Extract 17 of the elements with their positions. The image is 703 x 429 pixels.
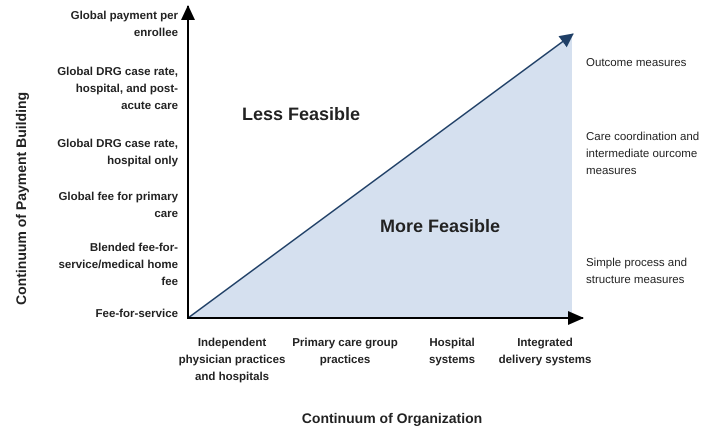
- axis-tick-label: Global fee for primary care: [57, 190, 178, 222]
- measure-label: Outcome measures: [586, 56, 688, 71]
- axis-tick-label: Independent physician practices and hospitals: [178, 336, 286, 385]
- axis-tick-label: Global DRG case rate, hospital, and post-acute care: [56, 65, 178, 114]
- axis-tick-label: Blended fee-for-service/medical home fee: [57, 241, 178, 290]
- axis-tick-label: Primary care group practices: [291, 336, 399, 368]
- axis-tick-label: Fee-for-service: [94, 307, 178, 322]
- axis-title: Continuum of Payment Building: [13, 92, 29, 305]
- measure-label: Simple process and structure measures: [586, 256, 688, 288]
- measure-label: Care coordination and intermediate ourcome measures: [586, 130, 700, 179]
- axis-tick-label: Global DRG case rate, hospital only: [56, 137, 178, 169]
- axis-tick-label: Hospital systems: [428, 336, 476, 368]
- zone-label: More Feasible: [380, 215, 500, 238]
- axis-tick-label: Integrated delivery systems: [498, 336, 592, 368]
- axis-title: Continuum of Organization: [300, 409, 484, 428]
- zone-label: Less Feasible: [242, 103, 362, 126]
- axis-tick-label: Global payment per enrollee: [70, 9, 178, 41]
